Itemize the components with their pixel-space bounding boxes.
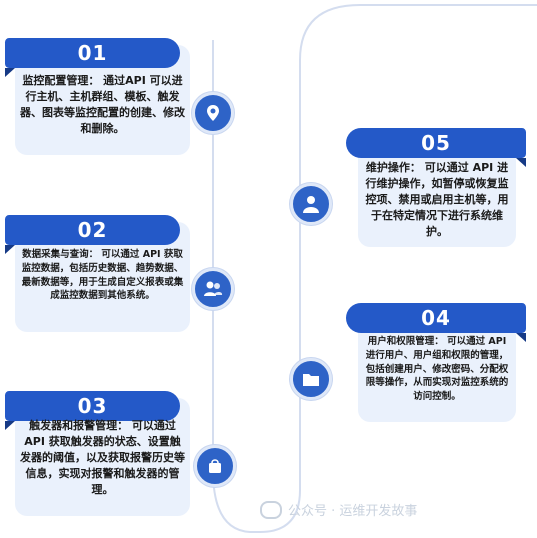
- watermark-text: 公众号 · 运维开发故事: [288, 504, 418, 519]
- watermark: 公众号 · 运维开发故事: [260, 500, 417, 519]
- step-03-number: 03: [77, 394, 108, 418]
- step-04-number: 04: [421, 306, 451, 330]
- step-01-text: 监控配置管理： 通过API 可以进行主机、主机群组、模板、触发器、图表等监控配置…: [20, 74, 185, 135]
- step-01-badge: 01: [5, 38, 180, 77]
- step-03-text: 触发器和报警管理： 可以通过 API 获取触发器的状态、设置触发器的阈值，以及获…: [20, 419, 185, 496]
- bag-icon: [194, 445, 236, 487]
- wechat-icon: [260, 500, 282, 519]
- step-02-text: 数据采集与查询： 可以通过 API 获取监控数据，包括历史数据、趋势数据、最新数…: [21, 249, 184, 302]
- step-04-badge: 04: [346, 303, 526, 342]
- step-05-badge: 05: [346, 128, 526, 167]
- step-05-text: 维护操作： 可以通过 API 进行维护操作，如暂停或恢复监控项、禁用或启用主机等…: [365, 161, 509, 238]
- step-05-number: 05: [421, 131, 451, 155]
- step-02-badge: 02: [5, 215, 180, 254]
- location-pin-icon: [192, 92, 234, 134]
- step-02-number: 02: [77, 218, 108, 242]
- users-icon: [192, 268, 234, 310]
- user-icon: [290, 183, 332, 225]
- step-01-number: 01: [77, 41, 108, 65]
- step-03-badge: 03: [5, 391, 180, 430]
- step-04-text: 用户和权限管理： 可以通过 API 进行用户、用户组和权限的管理，包括创建用户、…: [365, 336, 509, 403]
- folder-icon: [290, 358, 332, 400]
